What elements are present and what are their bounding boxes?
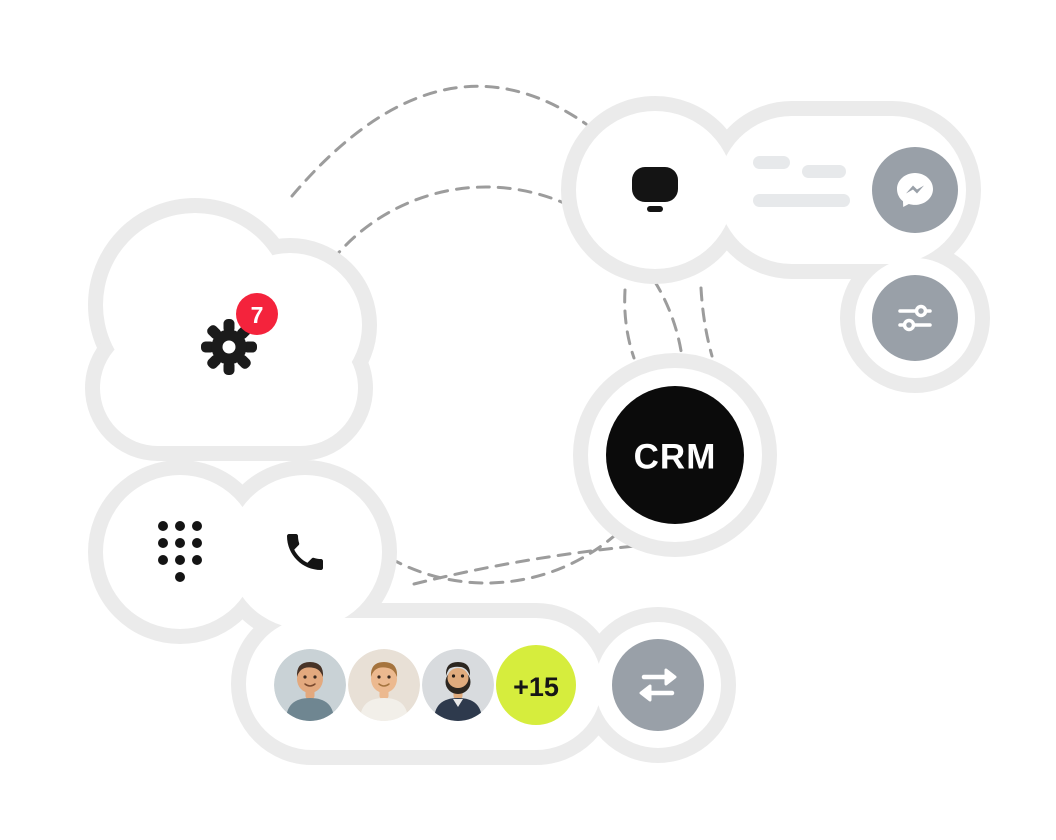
connector-arc-bottom: [412, 543, 648, 586]
transfer-button: [612, 639, 704, 731]
notification-count: 7: [251, 302, 264, 328]
avatar-photo-3: [422, 649, 494, 721]
more-count-badge: +15: [496, 645, 576, 725]
sliders-icon: [898, 304, 932, 332]
cloud-card: 7: [85, 198, 377, 461]
skeleton-line: [802, 165, 846, 178]
skeleton-line: [753, 194, 850, 207]
chat-integration-card: [561, 96, 990, 393]
crm-label: CRM: [634, 438, 717, 477]
chat-bubble-icon: [632, 167, 678, 212]
skeleton-line: [753, 156, 790, 169]
messenger-icon: [897, 173, 933, 207]
crm-circle: [606, 386, 744, 524]
dialpad-icon: [158, 521, 202, 582]
connector-arc-top: [290, 84, 588, 198]
avatar-photo-2: [348, 649, 420, 721]
more-count-label: +15: [513, 672, 559, 702]
connector-line-left: [623, 288, 636, 360]
connector-line-right: [699, 286, 714, 358]
communication-bar: +15: [88, 460, 736, 765]
messenger-button: [872, 147, 958, 233]
skeleton-text-lines: [753, 156, 850, 207]
avatar-photo-1: [274, 649, 346, 721]
crm-node: CRM: [573, 353, 777, 557]
gear-icon: [201, 319, 257, 375]
phone-handset-icon: [287, 534, 323, 570]
notification-badge: 7: [236, 293, 278, 335]
settings-button: [872, 275, 958, 361]
transfer-arrows-icon: [639, 668, 677, 702]
